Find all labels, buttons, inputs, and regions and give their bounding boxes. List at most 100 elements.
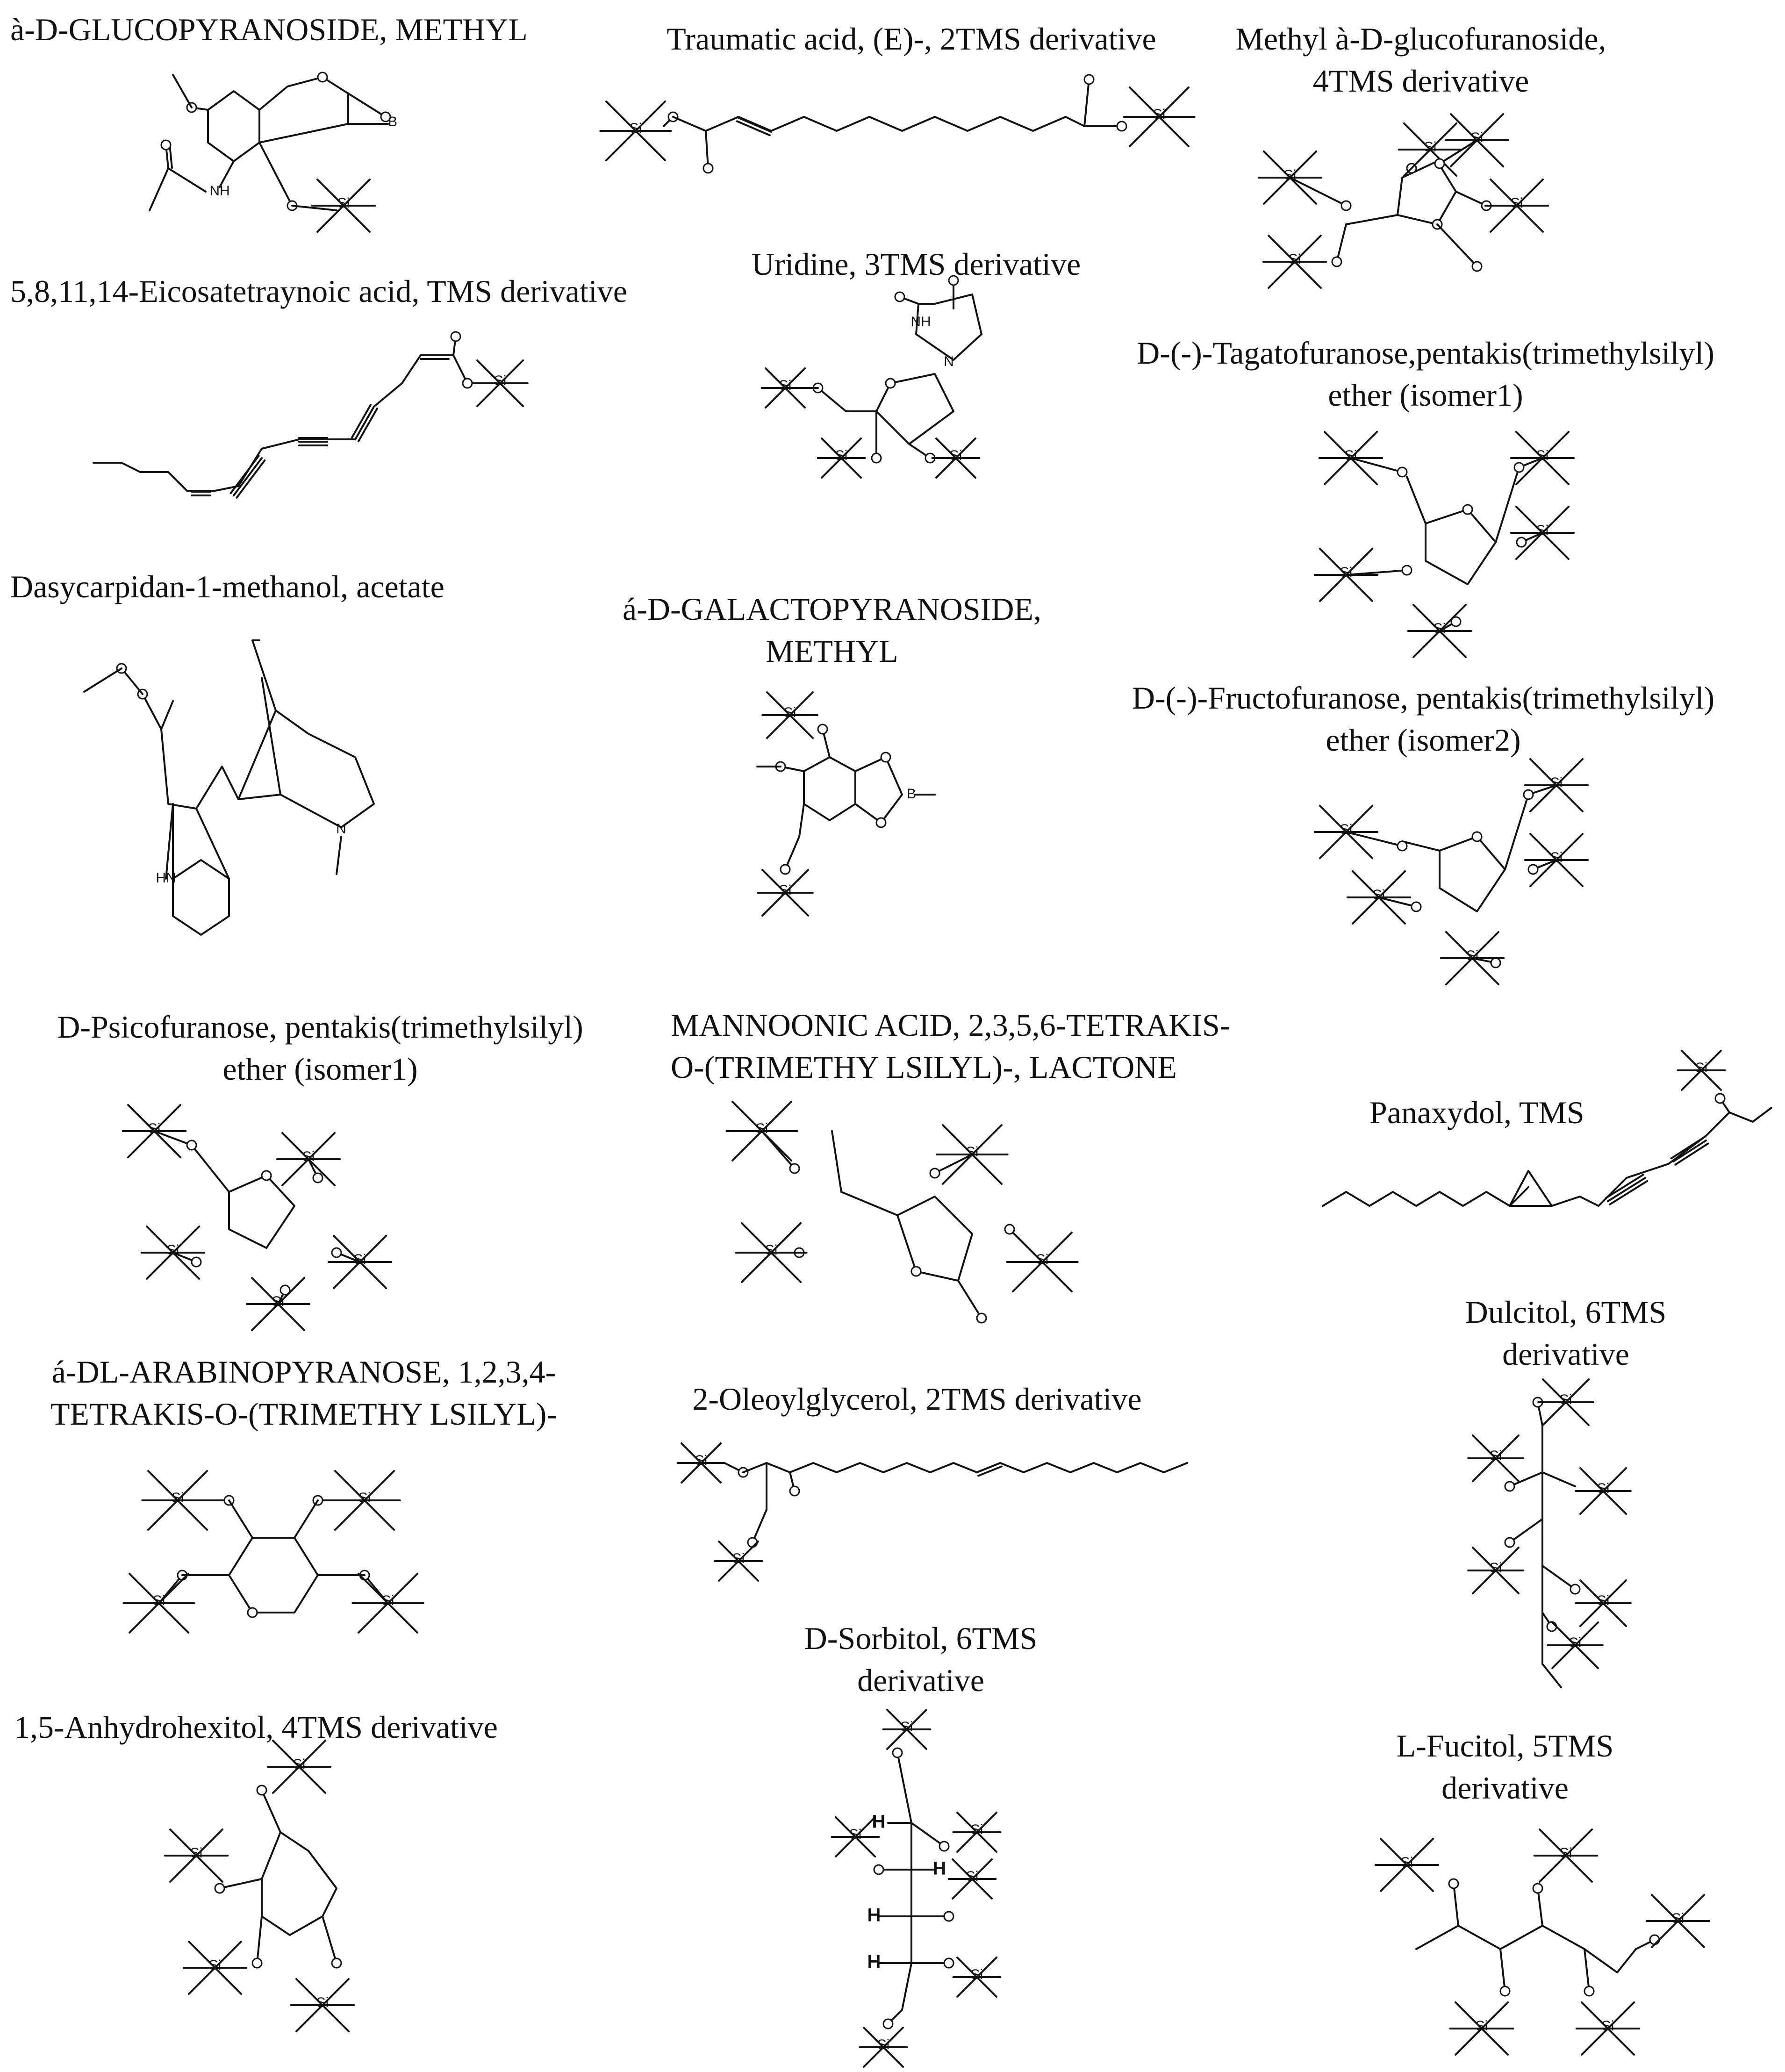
bond [1378, 896, 1417, 908]
chain-bond [237, 710, 375, 828]
ring-bond [1439, 836, 1506, 912]
oxygen-atom [186, 1140, 197, 1151]
bond [322, 1915, 337, 1964]
atom-label: Si [1597, 1481, 1610, 1496]
chain-bond [195, 766, 239, 880]
label-c09: D-(-)-Fructofuranose, pentakis(trimethyl… [1132, 677, 1714, 761]
oxygen-atom [160, 139, 172, 151]
oxygen-atom [910, 1266, 922, 1277]
atom-label: Si [849, 1827, 862, 1842]
chain-bond [742, 1462, 1188, 1473]
bond [256, 1915, 263, 1964]
atom-label: Si [1560, 1392, 1572, 1407]
bond [1289, 177, 1347, 207]
atom-label: HN [156, 870, 176, 886]
atom-label: Si [1490, 1448, 1502, 1463]
bond [1453, 1883, 1459, 1927]
atom-label: Si [1672, 1911, 1685, 1926]
bond [1345, 831, 1403, 847]
label-line: derivative [1441, 1770, 1569, 1806]
bond [1672, 1140, 1707, 1162]
oxygen-atom [894, 291, 905, 302]
atom-label: Si [172, 1490, 184, 1506]
oxygen-atom [1434, 158, 1445, 169]
bond [261, 1789, 281, 1833]
oxygen-atom [1004, 1224, 1015, 1235]
atom-label: Si [779, 378, 792, 393]
label-line: 4TMS derivative [1312, 63, 1529, 99]
label-line: ether (isomer2) [1326, 722, 1521, 758]
ring-bond [207, 90, 260, 162]
atom-label: N [944, 354, 954, 369]
chain-bond [672, 116, 1085, 132]
label-line: ether (isomer1) [1328, 377, 1523, 413]
oxygen-atom [789, 1485, 800, 1497]
atom-label: Si [779, 882, 792, 898]
label-line: derivative [1502, 1336, 1629, 1372]
bond [167, 167, 207, 193]
oxygen-atom [251, 1957, 263, 1969]
bond [219, 160, 235, 188]
atom-label: Si [148, 1121, 161, 1136]
atom-label: Si [1476, 2018, 1488, 2034]
oxygen-atom [331, 1957, 342, 1969]
bond [228, 1499, 253, 1539]
oxygen-atom [1471, 261, 1483, 272]
atom-label: B [907, 786, 916, 802]
atom-label: Si [756, 1121, 768, 1136]
oxygen-atom [1448, 1878, 1459, 1889]
atom-label: Si [1401, 1855, 1413, 1870]
bond [1541, 1663, 1562, 1688]
atom-label: Si [877, 2037, 890, 2052]
bond [784, 836, 800, 870]
atom-label: Si [1471, 130, 1484, 145]
label-c07: Dasycarpidan-1-methanol, acetate [10, 566, 444, 608]
oxygen-atom [929, 1168, 940, 1179]
bond [1609, 1180, 1649, 1205]
atom-label: Si [835, 448, 848, 463]
bond [1541, 1565, 1576, 1590]
bond [149, 167, 169, 211]
atom-label: Si [293, 1757, 306, 1772]
oxygen-atom [312, 1172, 323, 1183]
label-c04: 5,8,11,14-Eicosatetraynoic acid, TMS der… [10, 270, 627, 312]
oxygen-atom [1401, 565, 1412, 576]
label-line: Traumatic acid, (E)-, 2TMS derivative [667, 21, 1156, 57]
bond [251, 639, 277, 711]
bond [831, 1130, 842, 1193]
bond [153, 1130, 193, 1146]
oxygen-atom [1584, 1986, 1595, 1997]
label-line: 2-Oleoylglycerol, 2TMS derivative [692, 1381, 1142, 1417]
atom-label: Si [337, 195, 350, 211]
atom-label: Si [1036, 1252, 1049, 1267]
label-line: O-(TRIMETHY LSILYL)-, LACTONE [671, 1049, 1177, 1085]
chain-bond [901, 1775, 912, 2011]
bond [83, 667, 122, 693]
label-line: Panaxydol, TMS [1369, 1095, 1584, 1130]
label-line: D-(-)-Fructofuranose, pentakis(trimethyl… [1132, 680, 1715, 716]
atom-label: Si [272, 1294, 285, 1309]
label-c18: L-Fucitol, 5TMS derivative [1397, 1725, 1614, 1809]
bond [976, 1462, 1001, 1473]
atom-label: H [872, 1812, 886, 1832]
atom-label: Si [784, 705, 796, 720]
bond [168, 143, 173, 169]
label-line: MANNOONIC ACID, 2,3,5,6-TETRAKIS- [671, 1007, 1231, 1043]
oxygen-atom [943, 1957, 954, 1969]
ring-bond [1509, 1170, 1553, 1207]
chain-bond [93, 462, 216, 492]
atom-label: Si [630, 121, 642, 136]
bond [294, 1499, 319, 1539]
bond [1541, 1471, 1576, 1487]
atom-label: NH [209, 183, 229, 199]
oxygen-atom [1490, 957, 1501, 968]
bond [142, 693, 162, 730]
atom-label: Si [1695, 1060, 1708, 1075]
oxygen-atom [1397, 840, 1408, 852]
atom-label: H [867, 1952, 881, 1972]
atom-label: Si [167, 1242, 179, 1258]
